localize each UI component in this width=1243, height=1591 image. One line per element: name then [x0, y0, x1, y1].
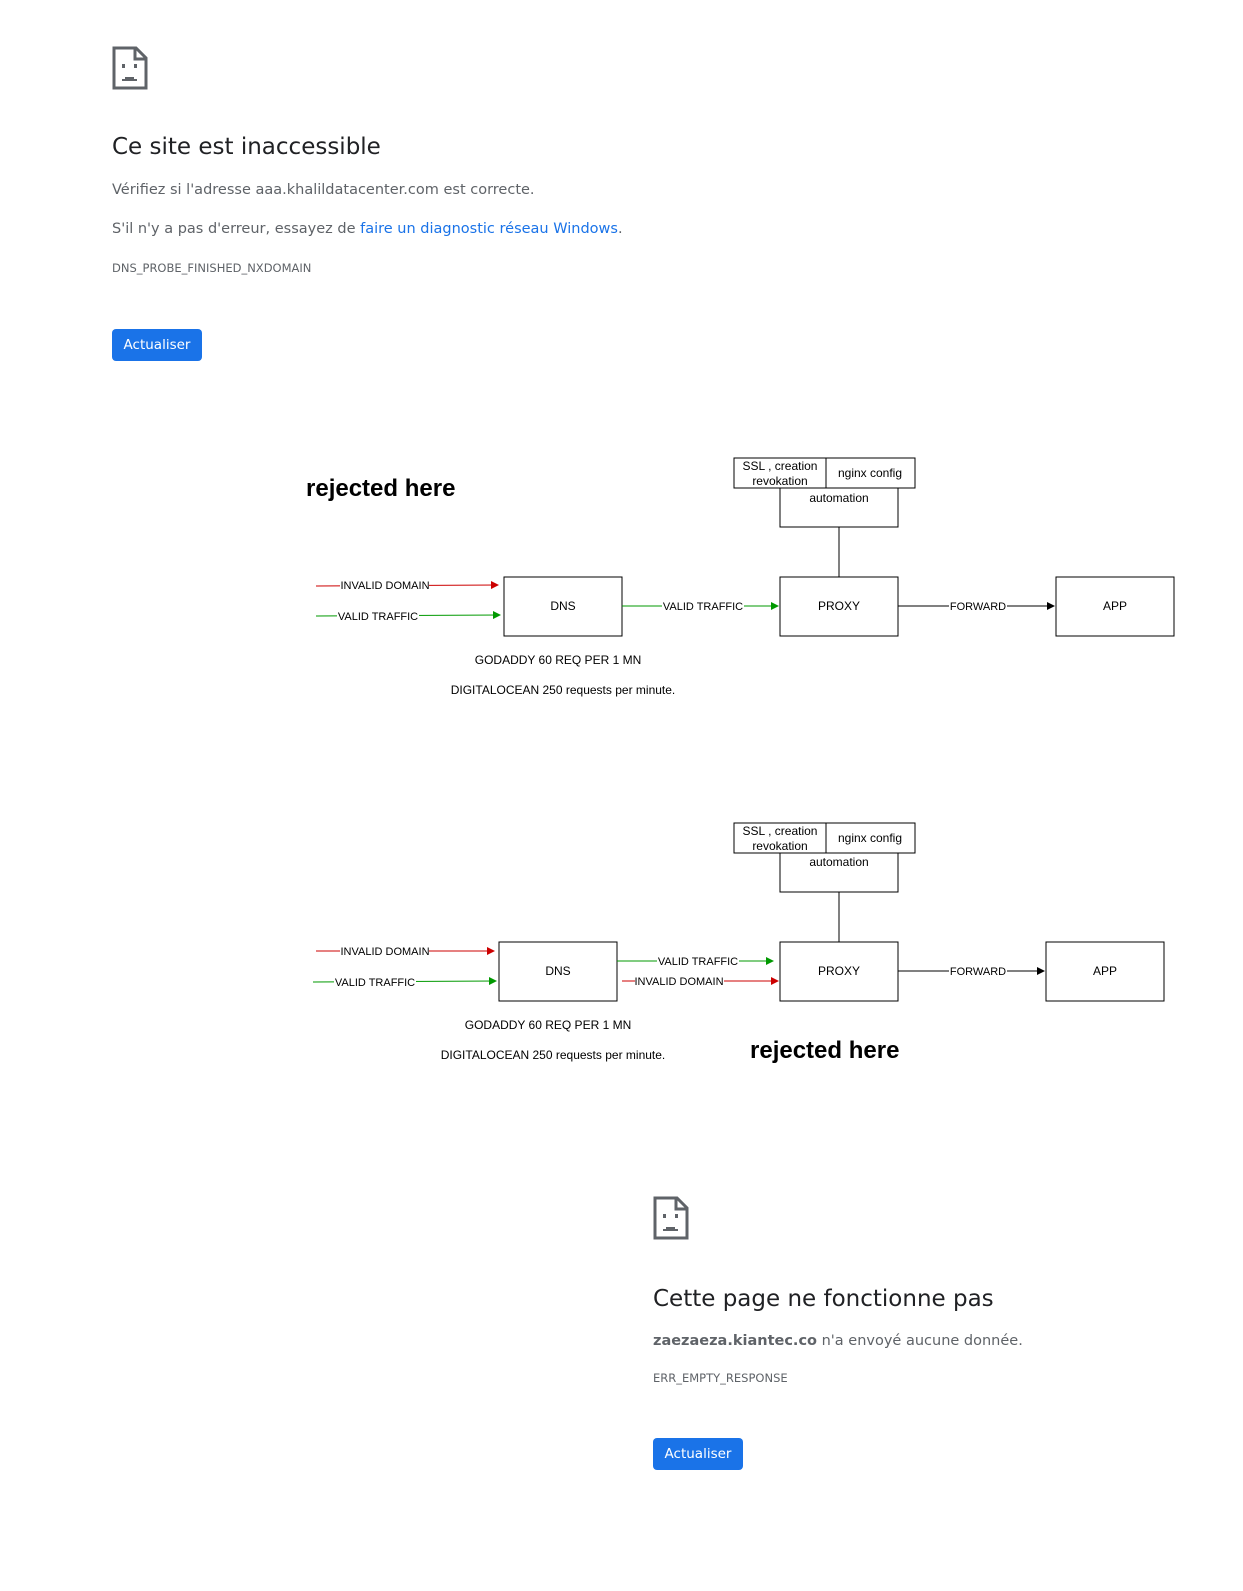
empty-response-message: zaezaeza.kiantec.co n'a envoyé aucune do… — [653, 1333, 1023, 1349]
dns-label: DNS — [545, 964, 570, 978]
proxy-label: PROXY — [818, 964, 860, 978]
proxy-box — [779, 941, 899, 1002]
address-hint: Vérifiez si l'adresse aaa.khalildatacent… — [112, 182, 535, 198]
diagnostic-hint-prefix: S'il n'y a pas d'erreur, essayez de — [112, 221, 361, 237]
sad-page-icon — [112, 46, 148, 90]
digitalocean-rate-limit: DIGITALOCEAN 250 requests per minute. — [451, 683, 676, 697]
ssl-box — [733, 457, 827, 489]
label-bg — [949, 964, 1007, 978]
forward-label: FORWARD — [950, 601, 1006, 613]
nginx-config-box — [825, 457, 916, 489]
label-bg — [949, 599, 1007, 613]
dns-label: DNS — [550, 599, 575, 613]
label-bg — [337, 609, 419, 623]
dns-box — [498, 941, 618, 1002]
reload-button[interactable]: Actualiser — [112, 329, 202, 361]
dns-box — [503, 576, 623, 637]
page-title: Cette page ne fonctionne pas — [653, 1286, 994, 1312]
rejected-here-label: rejected here — [306, 475, 455, 502]
dns-proxy-valid-label: VALID TRAFFIC — [663, 601, 743, 613]
diagram-2: automation SSL , creation revokation ngi… — [312, 822, 1165, 1064]
invalid-domain-label: INVALID DOMAIN — [340, 946, 429, 958]
error-code: ERR_EMPTY_RESPONSE — [653, 1371, 788, 1385]
label-bg — [662, 599, 744, 613]
nginx-config-box — [825, 822, 916, 854]
invalid-domain-label: INVALID DOMAIN — [340, 580, 429, 592]
reload-button[interactable]: Actualiser — [653, 1438, 743, 1470]
dns-proxy-valid-label: VALID TRAFFIC — [658, 956, 738, 968]
forward-label: FORWARD — [950, 966, 1006, 978]
nginx-config-label: nginx config — [838, 831, 902, 845]
label-bg — [657, 954, 739, 968]
label-bg — [340, 578, 429, 592]
failing-domain: zaezaeza.kiantec.co — [653, 1333, 817, 1349]
label-bg — [635, 974, 724, 988]
ssl-label-line2: revokation — [752, 839, 807, 853]
sad-page-icon — [653, 1196, 689, 1240]
automation-label: automation — [809, 855, 868, 869]
app-box — [1045, 941, 1165, 1002]
app-box — [1055, 576, 1175, 637]
ssl-label-line1: SSL , creation — [743, 824, 818, 838]
network-diagnostic-link[interactable]: faire un diagnostic réseau Windows — [360, 221, 618, 237]
diagram-1: rejected here automation SSL , creation … — [306, 457, 1175, 697]
app-label: APP — [1103, 599, 1127, 613]
empty-response-text: n'a envoyé aucune donnée. — [817, 1333, 1023, 1349]
nginx-config-label: nginx config — [838, 466, 902, 480]
diagnostic-hint-suffix: . — [617, 221, 623, 237]
rejected-here-label: rejected here — [750, 1037, 899, 1064]
valid-traffic-label: VALID TRAFFIC — [335, 977, 415, 989]
ssl-label-line2: revokation — [752, 474, 807, 488]
godaddy-rate-limit: GODADDY 60 REQ PER 1 MN — [475, 653, 642, 667]
error-code: DNS_PROBE_FINISHED_NXDOMAIN — [112, 261, 312, 275]
ssl-label-line1: SSL , creation — [743, 459, 818, 473]
ssl-box — [733, 822, 827, 854]
app-label: APP — [1093, 964, 1117, 978]
godaddy-rate-limit: GODADDY 60 REQ PER 1 MN — [465, 1018, 632, 1032]
dns-proxy-invalid-label: INVALID DOMAIN — [634, 976, 723, 988]
proxy-label: PROXY — [818, 599, 860, 613]
page-title: Ce site est inaccessible — [112, 134, 381, 160]
label-bg — [334, 975, 416, 989]
valid-traffic-label: VALID TRAFFIC — [338, 611, 418, 623]
proxy-box — [779, 576, 899, 637]
automation-label: automation — [809, 491, 868, 505]
digitalocean-rate-limit: DIGITALOCEAN 250 requests per minute. — [441, 1048, 666, 1062]
label-bg — [340, 944, 429, 958]
diagnostic-hint: S'il n'y a pas d'erreur, essayez de fair… — [112, 221, 623, 237]
